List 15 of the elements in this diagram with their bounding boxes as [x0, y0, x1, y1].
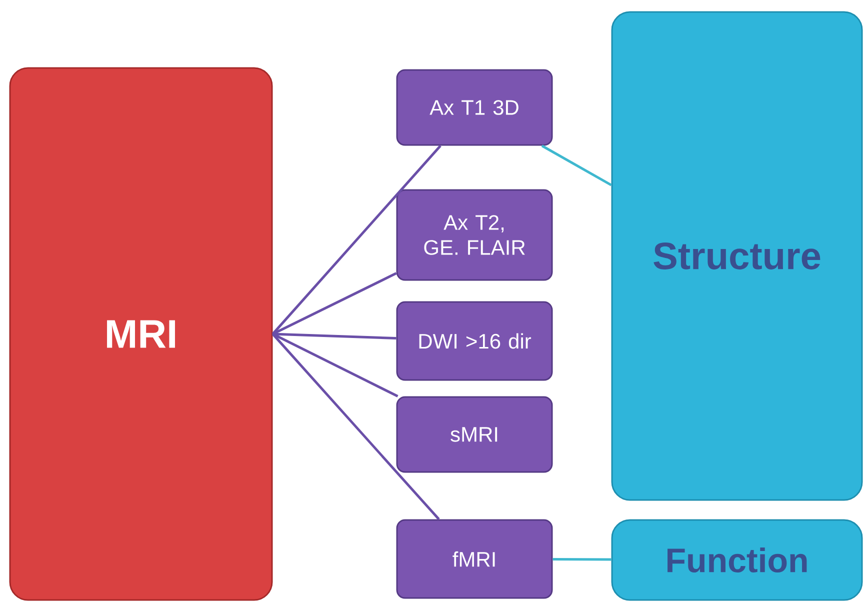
connector-line	[272, 332, 396, 340]
connector-line	[272, 272, 397, 336]
connector-line	[552, 558, 612, 561]
sequence-box: DWI >16 dir	[396, 301, 553, 381]
category-box: MRI	[9, 67, 273, 601]
sequence-box: Ax T2, GE. FLAIR	[396, 189, 553, 281]
sequence-box: fMRI	[396, 519, 553, 599]
category-box: Function	[611, 519, 863, 601]
connector-line	[272, 333, 440, 520]
connector-line	[272, 332, 398, 398]
category-box: Structure	[611, 11, 863, 501]
connector-line	[541, 144, 612, 186]
sequence-box: sMRI	[396, 396, 553, 473]
sequence-box: Ax T1 3D	[396, 69, 553, 146]
connector-line	[272, 144, 442, 335]
